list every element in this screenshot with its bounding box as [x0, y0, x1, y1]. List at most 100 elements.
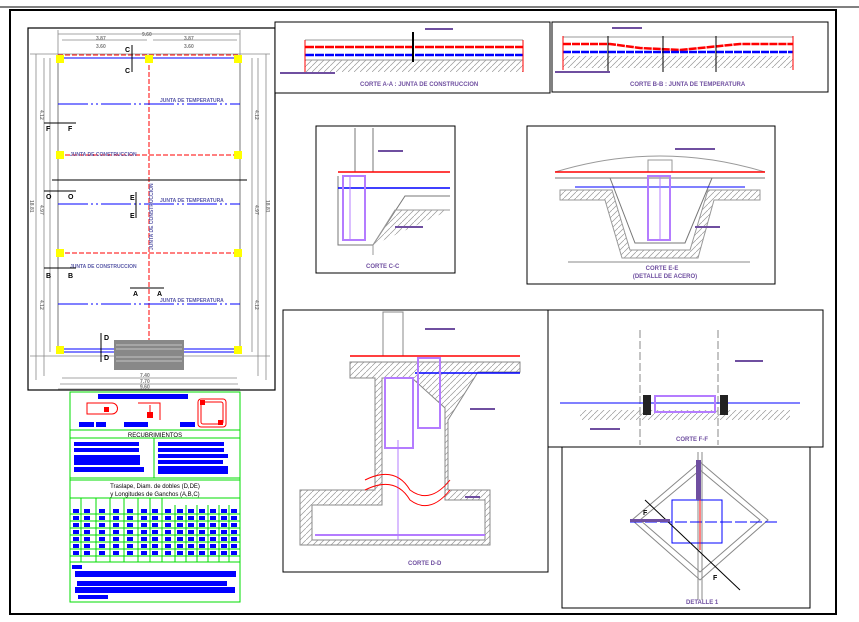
table-cell-block	[127, 537, 133, 541]
table-cell-block	[188, 551, 194, 555]
table-cell-block	[188, 516, 194, 520]
dim-side-6: 4.12	[253, 300, 259, 310]
table-cell-block	[152, 544, 158, 548]
table-filled-cells	[72, 394, 236, 599]
dim-total-width: 9.60	[142, 32, 152, 38]
table-cell-block	[84, 530, 90, 534]
table-cell-block	[231, 530, 237, 534]
table-cell-block	[152, 509, 158, 513]
section-d-d: CORTE D-D	[282, 309, 549, 573]
table-cell-block	[84, 537, 90, 541]
hook-diagram-icons	[86, 398, 227, 428]
table-cell-block	[210, 516, 216, 520]
table-cell-block	[165, 523, 171, 527]
table-cell-block	[177, 544, 183, 548]
dim-bottom-3: 9.60	[140, 385, 150, 391]
table-cell-block	[199, 516, 205, 520]
table-cell-block	[221, 509, 227, 513]
table-cell-block	[152, 523, 158, 527]
table-cell-block	[231, 509, 237, 513]
table-cell-block	[141, 551, 147, 555]
section-mark-e-bottom: E	[130, 213, 135, 220]
section-b-b: CORTE B-B : JUNTA DE TEMPERATURA	[551, 21, 829, 93]
table-cell-block	[113, 537, 119, 541]
table-cell-block	[221, 523, 227, 527]
section-mark-d-bottom: D	[104, 355, 109, 362]
label-joint-construction-1: JUNTA DE CONSTRUCCION	[70, 152, 137, 158]
table-cell-block	[152, 530, 158, 534]
table-cell-block	[177, 523, 183, 527]
table-cell-block	[221, 537, 227, 541]
floor-plan: 9.60 3.87 3.87 3.60 3.60 7.40 7.70 9.60 …	[27, 27, 276, 391]
dim-side-2: 4.12	[253, 110, 259, 120]
detail-1: F F DETALLE 1	[561, 446, 811, 609]
table-cell-block	[73, 544, 79, 548]
section-a-a: CORTE A-A : JUNTA DE CONSTRUCCION	[274, 21, 551, 94]
section-mark-c-top: C	[125, 47, 130, 54]
table-row-values	[73, 509, 237, 555]
table-cell-block	[113, 530, 119, 534]
table-cell-block	[152, 537, 158, 541]
table-cell-block	[84, 516, 90, 520]
detail-mark-f-left: F	[643, 510, 648, 517]
table-cell-block	[113, 516, 119, 520]
section-e-e-title: CORTE E-E	[646, 266, 679, 272]
section-mark-b-left: B	[46, 273, 51, 280]
table-cell-block	[99, 530, 105, 534]
section-mark-a-left: A	[133, 291, 138, 298]
table-cell-block	[177, 537, 183, 541]
table-cell-block	[210, 523, 216, 527]
table-cell-block	[73, 530, 79, 534]
section-mark-e-top: E	[130, 195, 135, 202]
table-cell-block	[165, 509, 171, 513]
table-cell-block	[99, 537, 105, 541]
section-b-b-title: CORTE B-B : JUNTA DE TEMPERATURA	[630, 82, 746, 88]
section-mark-d-top: D	[104, 335, 109, 342]
section-f-f-title: CORTE F-F	[676, 437, 708, 443]
table-cell-block	[99, 516, 105, 520]
table-cell-block	[165, 537, 171, 541]
table-cell-block	[210, 530, 216, 534]
section-c-c-title: CORTE C-C	[366, 264, 400, 270]
table-cell-block	[165, 516, 171, 520]
table-cell-block	[152, 516, 158, 520]
splice-title-line1: Traslape, Diam. de dobles (D,DE)	[110, 484, 200, 490]
label-joint-temperature-2: JUNTA DE TEMPERATURA	[160, 198, 224, 204]
table-cell-block	[210, 544, 216, 548]
table-cell-block	[188, 544, 194, 548]
table-cell-block	[73, 523, 79, 527]
table-cell-block	[99, 523, 105, 527]
dim-bottom-2: 7.70	[140, 379, 150, 385]
section-mark-a-right: A	[157, 291, 162, 298]
dim-side-5: 4.12	[38, 300, 44, 310]
table-cell-block	[141, 523, 147, 527]
label-joint-construction-3: JUNTA DE CONSTRUCCION	[149, 183, 155, 250]
table-cell-block	[231, 544, 237, 548]
table-cell-block	[221, 551, 227, 555]
label-joint-temperature-3: JUNTA DE TEMPERATURA	[160, 298, 224, 304]
table-cell-block	[127, 523, 133, 527]
table-cell-block	[165, 530, 171, 534]
table-cell-block	[127, 544, 133, 548]
dim-bottom-1: 7.40	[140, 373, 150, 379]
detail-1-title: DETALLE 1	[686, 600, 719, 606]
column-markers	[56, 55, 242, 354]
dim-top-right: 3.87	[184, 36, 194, 42]
table-cell-block	[141, 509, 147, 513]
table-cell-block	[231, 551, 237, 555]
table-cell-block	[99, 551, 105, 555]
dim-top-left: 3.87	[96, 36, 106, 42]
table-cell-block	[165, 544, 171, 548]
dim-side-4: 4.97	[253, 205, 259, 215]
table-cell-block	[127, 530, 133, 534]
table-cell-block	[152, 551, 158, 555]
section-mark-o-right: O	[68, 194, 74, 201]
table-cell-block	[188, 537, 194, 541]
table-cell-block	[199, 544, 205, 548]
table-cell-block	[199, 551, 205, 555]
dim-side-total-2: 18.81	[264, 200, 270, 213]
table-cell-block	[221, 544, 227, 548]
section-mark-f-left: F	[46, 126, 51, 133]
label-joint-construction-2: JUNTA DE CONSTRUCCION	[70, 264, 137, 270]
